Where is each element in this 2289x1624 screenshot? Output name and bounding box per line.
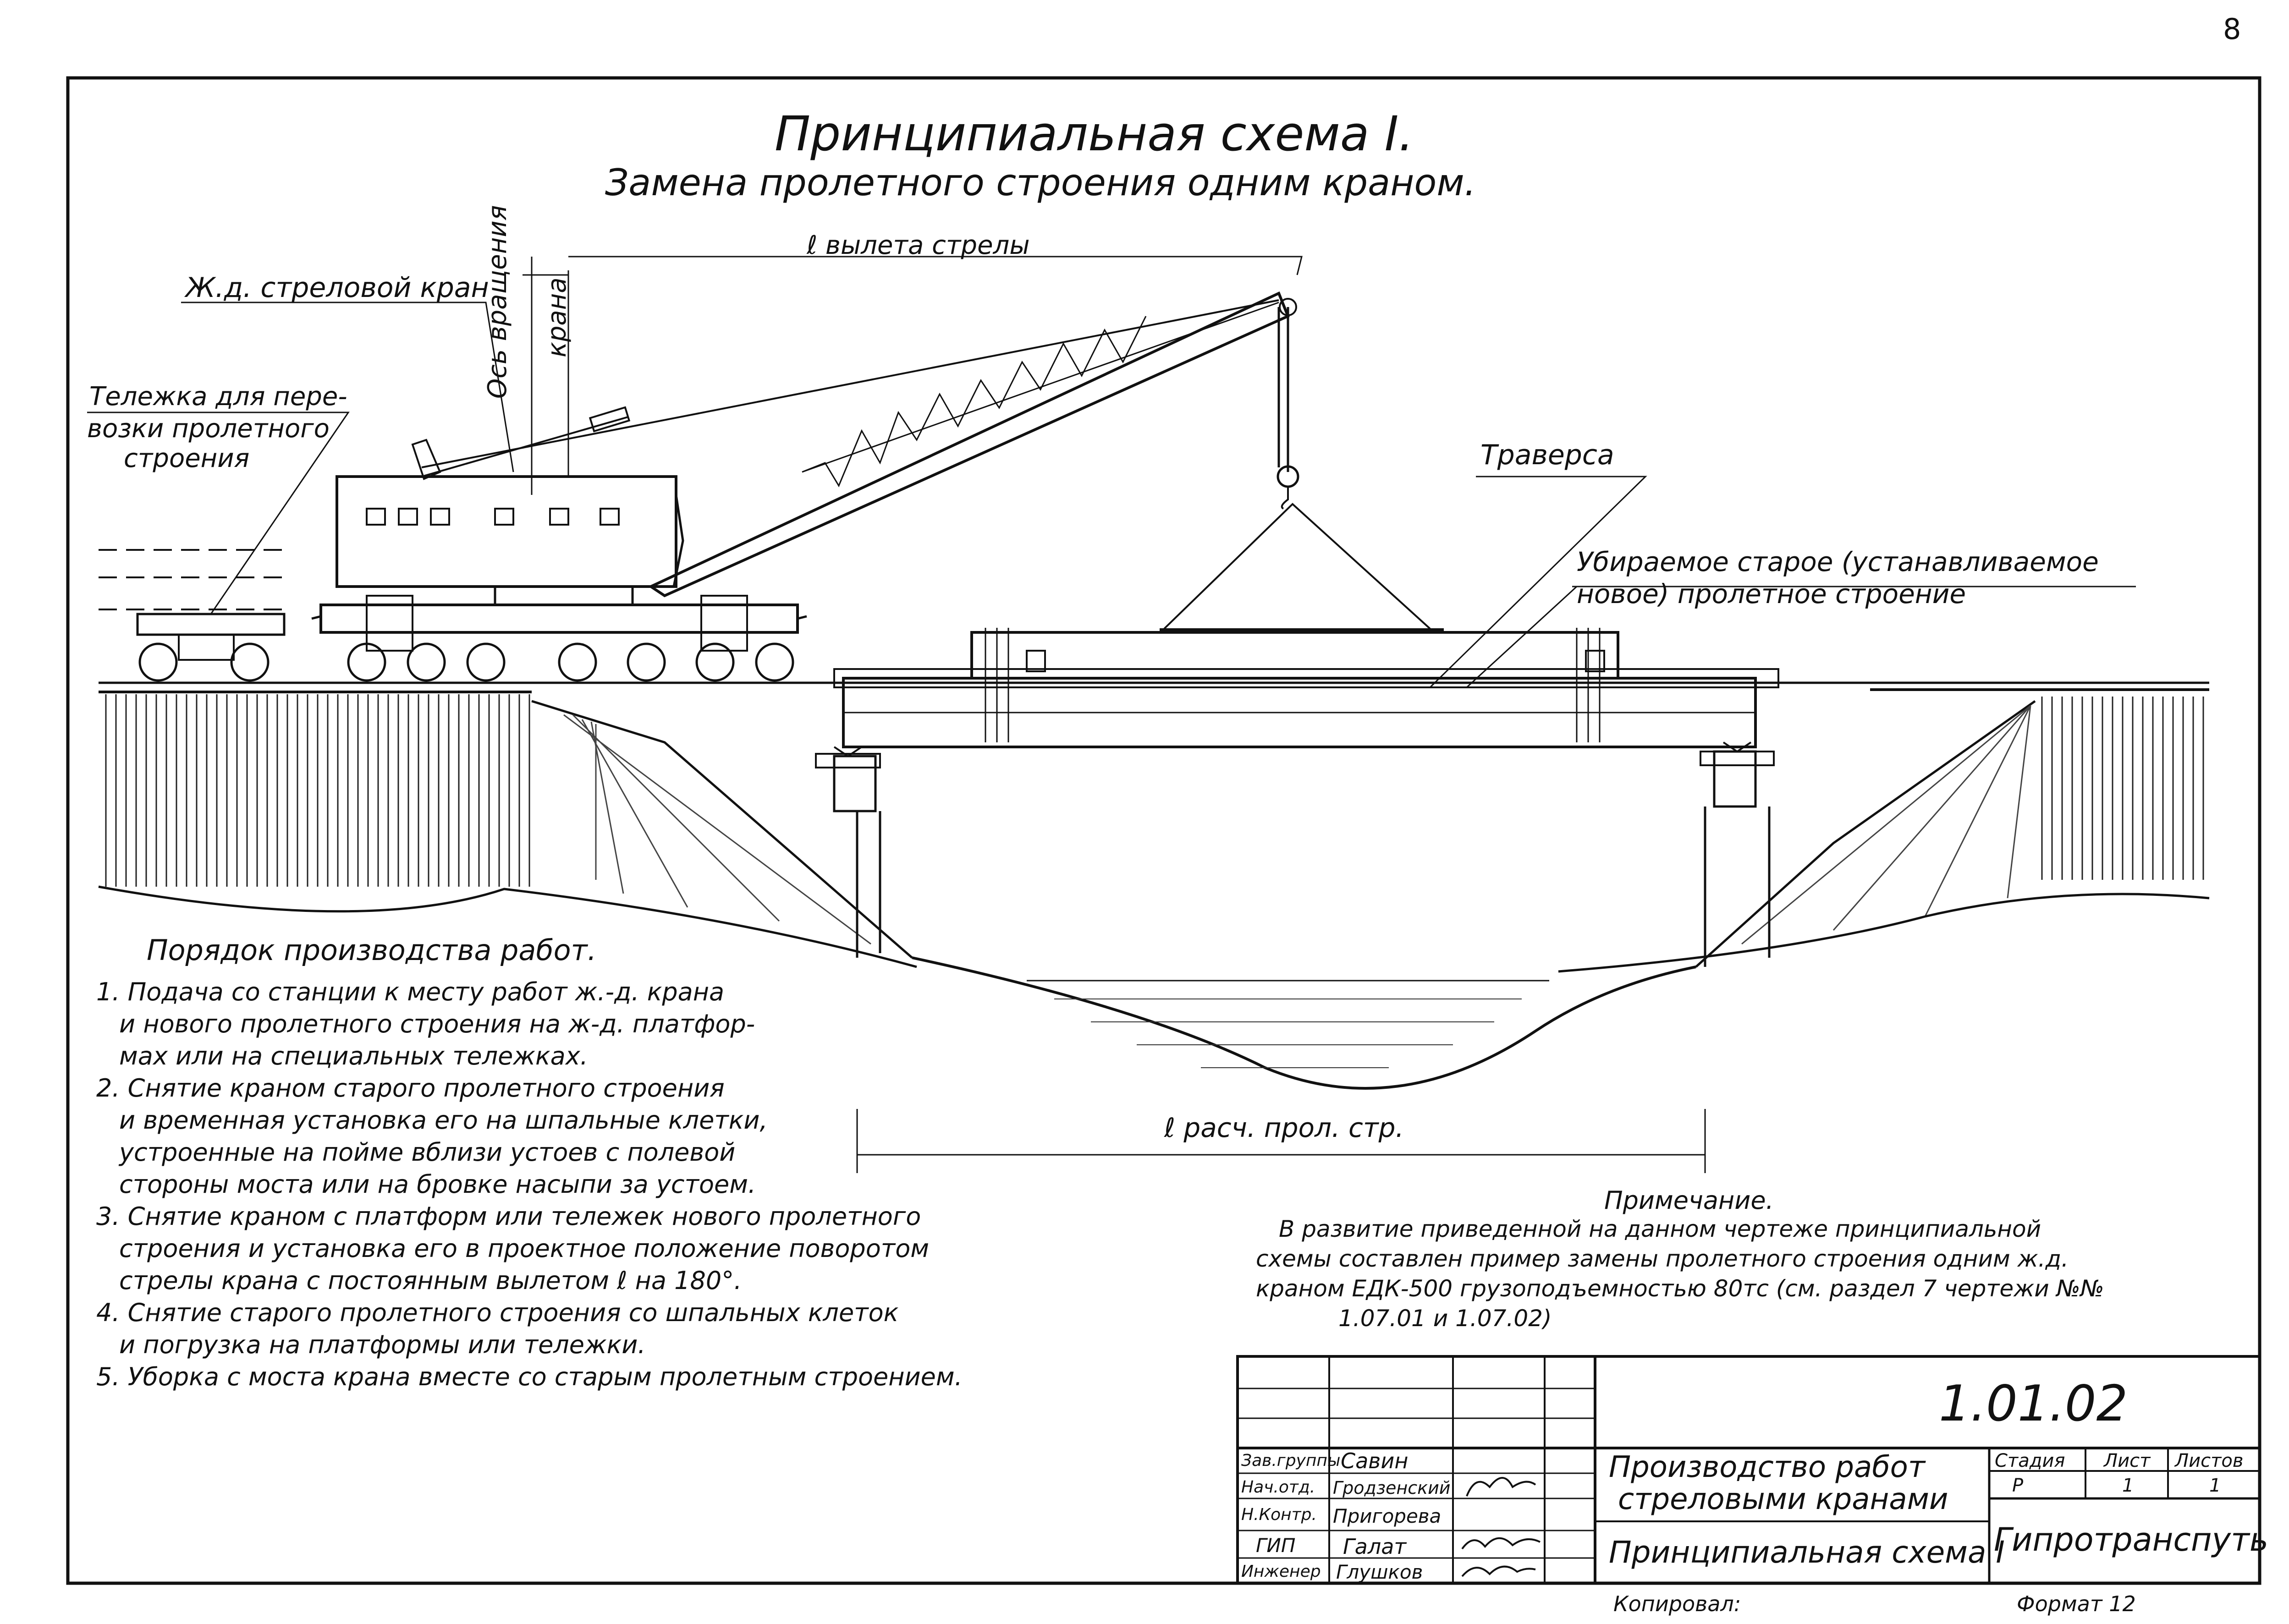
work-order-line: стрелы крана с постоянным вылетом ℓ на 1… [119,1266,742,1295]
label-span-2: новое) пролетное строение [1577,578,1966,609]
sheet-title: Принципиальная схема I [1609,1535,2005,1570]
label-design-span: ℓ расч. прол. стр. [1164,1112,1404,1143]
work-order-line: и временная установка его на шпальные кл… [119,1106,768,1135]
label-span-1: Убираемое старое (устанавливаемое [1577,546,2099,577]
sheet-number: 8 [2223,12,2241,46]
left-embankment [98,691,917,968]
note-line: В развитие приведенной на данном чертеже… [1279,1216,2041,1242]
label-rotation-axis-2: крана [542,277,572,357]
label-rotation-axis-1: Ось вращения [483,205,512,399]
work-order-line: стороны моста или на бровке насыпи за ус… [119,1170,756,1199]
right-pier [1700,750,1775,967]
note-line: краном ЕДК-500 грузоподъемностью 80тс (с… [1256,1275,2104,1302]
stage-label: Стадия [1995,1450,2065,1471]
role-label: Нач.отд. [1241,1478,1315,1497]
railway-crane [311,291,1299,682]
footer-copied: Копировал: [1613,1591,1741,1616]
right-embankment [1558,688,2210,973]
sheet-frame [66,76,2261,1585]
left-pier [815,753,881,958]
work-title-1: Производство работ [1609,1450,1926,1484]
person-name: Глушков [1336,1561,1423,1583]
lifted-span [970,503,1619,742]
work-order-line: 2. Снятие краном старого пролетного стро… [96,1074,725,1103]
person-name: Галат [1343,1534,1407,1559]
label-boom-reach: ℓ вылета стрелы [807,230,1030,260]
label-trolley-3: строения [124,444,250,473]
work-order-line: устроенные на пойме вблизи устоев с поле… [119,1138,736,1167]
work-order-heading: Порядок производства работ. [147,933,597,967]
river [912,956,1696,1090]
footer-format: Формат 12 [2017,1591,2136,1616]
person-name: Савин [1341,1448,1409,1473]
work-order-line: мах или на специальных тележках. [119,1042,588,1070]
label-traverse: Траверса [1480,439,1614,471]
transport-trolley [99,549,286,682]
drawing-title: Принципиальная схема I. [775,106,1414,162]
doc-code: 1.01.02 [1939,1375,2128,1432]
work-order-line: 3. Снятие краном с платформ или тележек … [96,1202,921,1231]
person-name: Гродзенский [1333,1478,1451,1498]
organization: Гипротранспуть [1994,1521,2269,1558]
work-order-line: 4. Снятие старого пролетного строения со… [96,1298,899,1327]
leader-lines [87,256,2136,1173]
sheet-label: Лист [2104,1450,2151,1471]
note-line: 1.07.01 и 1.07.02) [1338,1305,1552,1332]
sheet-value: 1 [2122,1475,2134,1496]
label-trolley-1: Тележка для пере- [89,382,347,411]
work-order-line: и погрузка на платформы или тележки. [119,1330,646,1359]
work-order-line: и нового пролетного строения на ж-д. пла… [119,1010,755,1038]
role-label: ГИП [1256,1534,1296,1557]
span-superstructure [833,677,1757,757]
label-trolley-2: возки пролетного [87,414,330,444]
role-label: Зав.группы [1241,1451,1341,1470]
title-block-grid [1236,1355,2261,1585]
label-crane: Ж.д. стреловой кран [186,272,489,304]
work-order-line: 1. Подача со станции к месту работ ж.-д.… [96,977,725,1006]
work-order-line: строения и установка его в проектное пол… [119,1234,929,1263]
note-heading: Примечание. [1604,1186,1774,1215]
work-order-line: 5. Уборка с моста крана вместе со старым… [96,1362,963,1391]
work-title-2: стреловыми кранами [1618,1482,1948,1516]
person-name: Пригорева [1333,1505,1442,1527]
role-label: Инженер [1241,1562,1321,1581]
stage-value: Р [2012,1475,2024,1496]
drawing-subtitle: Замена пролетного строения одним краном. [605,161,1476,204]
sheets-label: Листов [2175,1450,2244,1471]
role-label: Н.Контр. [1241,1505,1317,1524]
sheets-value: 1 [2209,1475,2221,1496]
note-line: схемы составлен пример замены пролетного… [1256,1245,2069,1272]
